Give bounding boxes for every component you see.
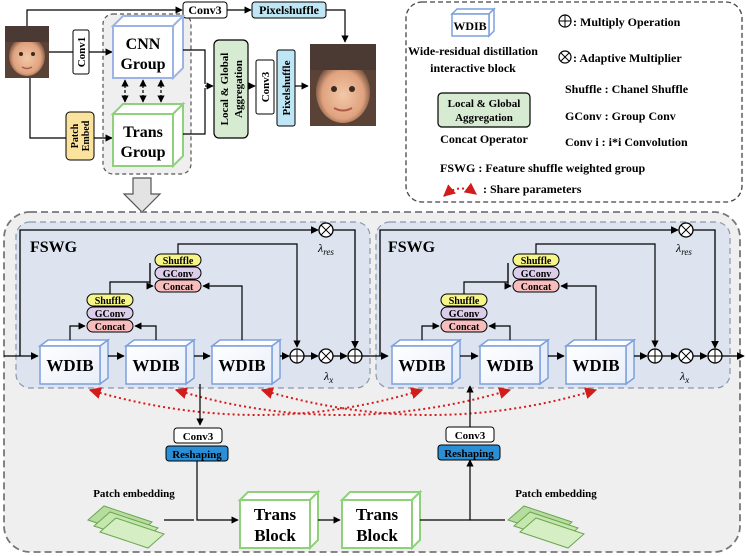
pixelshuffle-vert-box — [276, 49, 296, 127]
trans-block-1: Trans Block — [237, 489, 321, 551]
reshaping-right-box — [437, 444, 501, 461]
trans-group-cube: Trans Group — [110, 101, 186, 169]
lambda-x-label: λx — [679, 369, 689, 385]
legend: WDIB Wide-residual distillation interact… — [405, 1, 743, 203]
legend-shuffle-text: Shuffle : Chanel Shuffle — [565, 82, 689, 96]
patch-embed-label-2: Embed — [81, 120, 92, 151]
share-parameter-arrows — [88, 387, 598, 416]
gconv-label: GConv — [95, 309, 126, 320]
group-interaction-arrows — [121, 79, 165, 103]
wdib-1a: WDIB — [37, 338, 111, 386]
trans-block-2: Trans Block — [339, 489, 423, 551]
trans-block-label-2: Block — [254, 526, 296, 545]
concat-label: Concat — [449, 322, 480, 333]
cnn-group-label-1: CNN — [126, 36, 161, 53]
wdib-2a: WDIB — [389, 338, 463, 386]
legend-agg-box — [437, 92, 531, 128]
wdib-2c: WDIB — [563, 338, 637, 386]
expand-down-arrow — [122, 177, 162, 213]
concat-stack-2a: Shuffle GConv Concat — [440, 293, 488, 333]
patch-embed-label-1: Patch — [70, 123, 81, 148]
output-image — [310, 44, 376, 126]
fswg-2: WDIB WDIB WDIB λx — [379, 222, 745, 386]
wdib-label: WDIB — [218, 356, 265, 375]
concat-stack-2b: Shuffle GConv Concat — [512, 253, 560, 293]
patch-embedding-left-label: Patch embedding — [93, 488, 175, 500]
wdib-label: WDIB — [46, 356, 93, 375]
shuffle-label: Shuffle — [521, 256, 552, 267]
trans-group-label-1: Trans — [123, 124, 163, 141]
conv3-vert-label: Conv3 — [260, 71, 272, 102]
aggregation-label-2: Aggregation — [233, 60, 245, 118]
trans-group-label-2: Group — [120, 144, 165, 161]
wdib-label: WDIB — [132, 356, 179, 375]
concat-stack-1a: Shuffle GConv Concat — [86, 293, 134, 333]
patch-embedding-right-icon — [507, 505, 585, 549]
fswg-1: WDIB WDIB WDIB λx — [19, 222, 363, 386]
concat-label: Concat — [521, 282, 552, 293]
legend-fswg-text: FSWG : Feature shuffle weighted group — [440, 161, 646, 175]
bottom-panel: FSWG FSWG WDIB WDIB — [3, 211, 745, 553]
wdib-label: WDIB — [486, 356, 533, 375]
patch-embedding-left-icon — [87, 505, 165, 549]
conv1-label: Conv1 — [76, 37, 88, 68]
trans-block-label-1: Trans — [254, 505, 297, 524]
shuffle-label: Shuffle — [163, 256, 194, 267]
legend-share-text: : Share parameters — [483, 182, 582, 196]
aggregation-label-1: Local & Global — [219, 53, 231, 126]
shuffle-label: Shuffle — [449, 296, 480, 307]
pixelshuffle-top-label: Pixelshuffle — [259, 3, 320, 17]
concat-label: Concat — [163, 282, 194, 293]
conv3-vert-box — [255, 59, 275, 115]
gconv-label: GConv — [521, 269, 552, 280]
lambda-res-label: λres — [317, 241, 334, 257]
concat-label: Concat — [95, 322, 126, 333]
wdib-1b: WDIB — [123, 338, 197, 386]
legend-wdib-desc-1: Wide-residual distillation — [408, 44, 538, 58]
patch-embed-box — [65, 111, 95, 161]
legend-wdib-desc-2: interactive block — [430, 61, 516, 75]
conv1-box — [72, 29, 90, 75]
pixelshuffle-vert-label: Pixelshuffle — [281, 60, 293, 115]
fswg-label-1: FSWG — [30, 239, 78, 256]
legend-convi-text: Conv i : i*i Convolution — [565, 135, 688, 149]
conv3-top-label: Conv3 — [188, 3, 221, 17]
fswg-label-2: FSWG — [388, 239, 436, 256]
concat-stack-1b: Shuffle GConv Concat — [154, 253, 202, 293]
trans-block-label-1: Trans — [356, 505, 399, 524]
cnn-group-cube: CNN Group — [110, 13, 186, 81]
wdib-1c: WDIB — [209, 338, 283, 386]
shuffle-label: Shuffle — [95, 296, 126, 307]
aggregation-box — [213, 39, 249, 139]
input-image — [5, 26, 49, 78]
legend-agg-label-1: Local & Global — [448, 98, 521, 110]
legend-wdib-box-label: WDIB — [453, 19, 486, 33]
gconv-label: GConv — [449, 309, 480, 320]
lambda-x-label: λx — [323, 369, 333, 385]
wdib-label: WDIB — [398, 356, 445, 375]
wdib-label: WDIB — [572, 356, 619, 375]
legend-multiply-text: : Multiply Operation — [573, 15, 681, 29]
conv3-left-label: Conv3 — [183, 431, 214, 443]
legend-agg-label-2: Aggregation — [455, 112, 513, 124]
conv3-left-box — [173, 427, 223, 444]
top-pipeline: Conv3 Pixelshuffle Conv1 Patch Embed CNN… — [5, 1, 376, 213]
gconv-label: GConv — [163, 269, 194, 280]
conv3-right-label: Conv3 — [455, 430, 486, 442]
wdib-2b: WDIB — [477, 338, 551, 386]
reshaping-left-label: Reshaping — [172, 449, 222, 461]
lambda-res-label: λres — [675, 241, 692, 257]
legend-concat-op: Concat Operator — [440, 132, 528, 146]
trans-block-label-2: Block — [356, 526, 398, 545]
reshaping-right-label: Reshaping — [444, 448, 494, 460]
cnn-group-label-2: Group — [120, 56, 165, 73]
patch-embedding-right-label: Patch embedding — [515, 488, 597, 500]
legend-adaptive-text: : Adaptive Multiplier — [573, 51, 682, 65]
legend-gconv-text: GConv : Group Conv — [565, 109, 676, 123]
